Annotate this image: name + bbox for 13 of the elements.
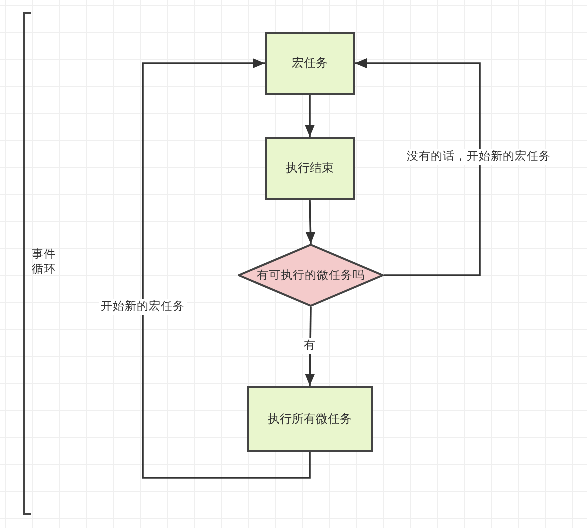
edge-label: 有 <box>302 338 318 354</box>
arrow <box>305 95 315 137</box>
edge-label: 没有的话，开始新的宏任务 <box>405 149 553 165</box>
arrow <box>142 58 311 479</box>
arrow <box>305 306 316 386</box>
process-box: 执行所有微任务 <box>247 386 373 452</box>
bracket-label: 事件循环 <box>32 247 57 277</box>
arrow <box>306 200 316 244</box>
process-box: 宏任务 <box>265 32 355 95</box>
decision-diamond: 有可执行的微任务吗 <box>238 244 384 307</box>
edge-label: 开始新的宏任务 <box>99 299 187 315</box>
arrow <box>355 58 481 276</box>
process-box: 执行结束 <box>265 137 355 200</box>
